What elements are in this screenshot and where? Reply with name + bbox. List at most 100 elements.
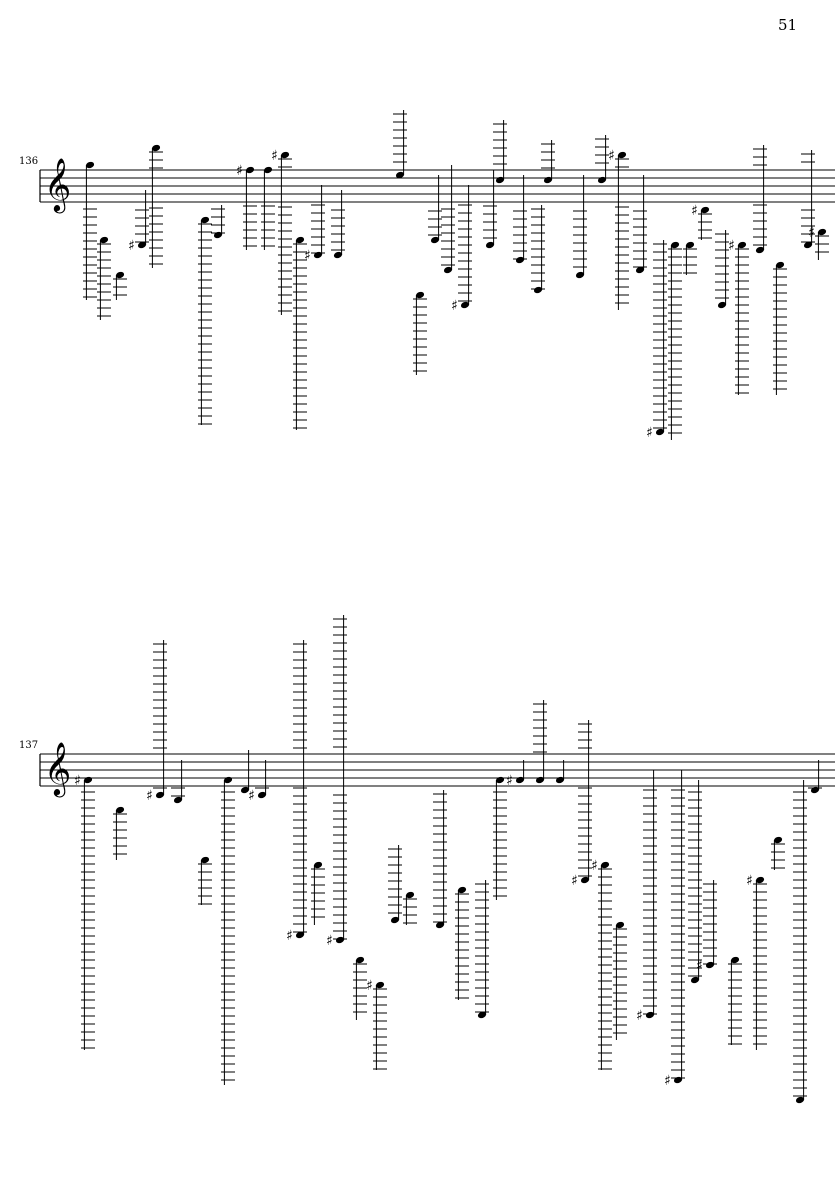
note-head	[151, 144, 161, 152]
note-head	[717, 301, 727, 309]
note-head	[755, 246, 765, 254]
note-head	[635, 266, 645, 274]
note-head	[795, 1096, 805, 1104]
sharp-accidental: ♯	[451, 298, 458, 314]
sharp-accidental: ♯	[696, 958, 703, 974]
note-head	[430, 236, 440, 244]
note-head	[600, 861, 610, 869]
note-head	[115, 271, 125, 279]
sharp-accidental: ♯	[664, 1073, 671, 1089]
note-head	[415, 291, 425, 299]
sharp-accidental: ♯	[591, 858, 598, 874]
note-head	[645, 1011, 655, 1019]
sharp-accidental: ♯	[146, 788, 153, 804]
note-head	[355, 956, 365, 964]
note-head	[435, 921, 445, 929]
note-head	[655, 428, 665, 436]
note-head	[240, 786, 250, 794]
note-head	[335, 936, 345, 944]
sharp-accidental: ♯	[271, 148, 278, 164]
sharp-accidental: ♯	[691, 203, 698, 219]
sharp-accidental: ♯	[304, 248, 311, 264]
note-head	[495, 776, 505, 784]
note-head	[137, 241, 147, 249]
note-head	[685, 241, 695, 249]
note-head	[597, 176, 607, 184]
note-head	[775, 261, 785, 269]
sharp-accidental: ♯	[728, 238, 735, 254]
measure-number-system-1: 136	[19, 156, 39, 167]
sharp-accidental: ♯	[248, 788, 255, 804]
note-head	[115, 806, 125, 814]
note-head	[580, 876, 590, 884]
note-head	[457, 886, 467, 894]
note-head	[533, 286, 543, 294]
staff-system-2: 𝄞 ♯ ♯ ♯ ♯ ♯ ♯ ♯ ♯ ♯ ♯ ♯ ♯ ♯	[39, 615, 835, 1104]
note-head	[85, 161, 95, 169]
treble-clef: 𝄞	[44, 157, 71, 213]
note-head	[773, 836, 783, 844]
note-head	[280, 151, 290, 159]
note-head	[535, 776, 545, 784]
sharp-accidental: ♯	[74, 773, 81, 789]
staff-system-1: 𝄞 ♯ ♯ ♯ ♯ ♯ ♯ ♯ ♯ ♯ ♯	[39, 110, 835, 441]
sharp-accidental: ♯	[326, 933, 333, 949]
note-head	[515, 776, 525, 784]
note-head	[390, 916, 400, 924]
note-head	[670, 241, 680, 249]
notes: ♯ ♯ ♯ ♯ ♯ ♯ ♯ ♯ ♯ ♯ ♯ ♯ ♯	[74, 615, 822, 1104]
sharp-accidental: ♯	[366, 978, 373, 994]
sharp-accidental: ♯	[286, 928, 293, 944]
sharp-accidental: ♯	[571, 873, 578, 889]
page-number: 51	[778, 16, 798, 34]
note-head	[223, 776, 233, 784]
note-head	[460, 301, 470, 309]
note-head	[803, 241, 813, 249]
sharp-accidental: ♯	[506, 773, 513, 789]
sharp-accidental: ♯	[746, 873, 753, 889]
staff-lines	[39, 169, 835, 203]
note-head	[83, 776, 93, 784]
sharp-accidental: ♯	[636, 1008, 643, 1024]
note-head	[200, 856, 210, 864]
note-head	[543, 176, 553, 184]
note-head	[755, 876, 765, 884]
note-head	[737, 241, 747, 249]
note-head	[443, 266, 453, 274]
note-head	[405, 891, 415, 899]
note-head	[700, 206, 710, 214]
sharp-accidental: ♯	[608, 148, 615, 164]
note-head	[173, 796, 183, 804]
measure-number-system-2: 137	[19, 740, 39, 751]
note-head	[575, 271, 585, 279]
note-head	[333, 251, 343, 259]
note-head	[200, 216, 210, 224]
note-head	[295, 931, 305, 939]
note-head	[313, 861, 323, 869]
sharp-accidental: ♯	[236, 163, 243, 179]
note-head	[263, 166, 273, 174]
note-head	[705, 961, 715, 969]
note-head	[245, 166, 255, 174]
staff-lines	[39, 753, 835, 787]
note-head	[495, 176, 505, 184]
note-head	[690, 976, 700, 984]
note-head	[477, 1011, 487, 1019]
sharp-accidental: ♯	[646, 425, 653, 441]
note-head	[817, 228, 827, 236]
sharp-accidental: ♯	[128, 238, 135, 254]
notes: ♯ ♯ ♯ ♯ ♯ ♯ ♯ ♯ ♯ ♯	[83, 110, 829, 441]
note-head	[555, 776, 565, 784]
note-head	[515, 256, 525, 264]
treble-clef: 𝄞	[44, 741, 71, 797]
note-head	[617, 151, 627, 159]
note-head	[257, 791, 267, 799]
note-head	[485, 241, 495, 249]
note-head	[730, 956, 740, 964]
note-head	[375, 981, 385, 989]
note-head	[155, 791, 165, 799]
sharp-accidental: ♯	[808, 225, 815, 241]
note-head	[99, 236, 109, 244]
note-head	[615, 921, 625, 929]
